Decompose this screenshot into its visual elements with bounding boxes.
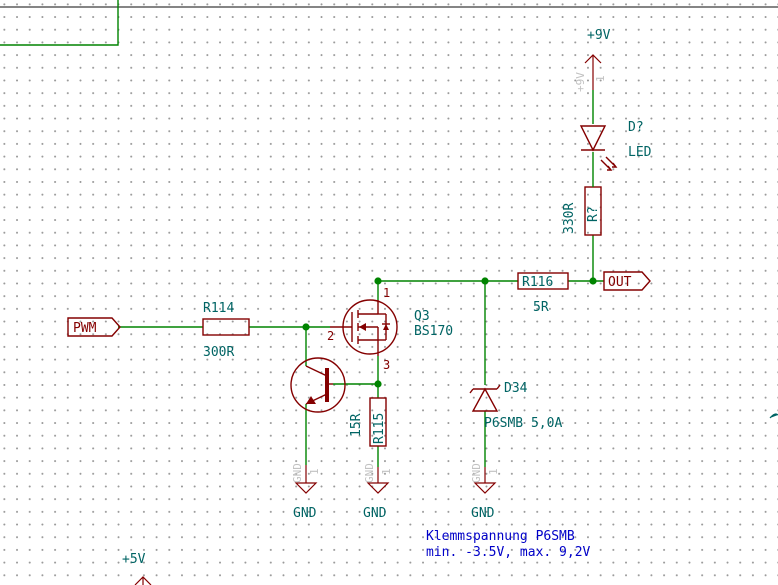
- gnd-label-3: GND: [471, 506, 495, 521]
- r-led-value: 330R: [562, 203, 577, 234]
- power-9v-hidden: +9V: [574, 72, 587, 92]
- note-line-2: min. -3.5V, max. 9,2V: [426, 545, 591, 560]
- power-9v-pin: 1: [594, 75, 607, 82]
- gnd-label-1: GND: [293, 506, 317, 521]
- power-5v-label: +5V: [122, 552, 146, 567]
- r116-ref: R116: [522, 275, 553, 290]
- d34-value: P6SMB 5,0A: [484, 416, 562, 431]
- r115-body: [369, 397, 387, 447]
- bjt-transistor[interactable]: [290, 357, 346, 413]
- bjt-circle: [290, 357, 346, 413]
- d34-ref: D34: [504, 381, 528, 396]
- r114-value: 300R: [203, 345, 234, 360]
- q3-ref: Q3: [414, 309, 430, 324]
- led-triangle: [579, 125, 607, 152]
- gnd-pin-2: 1: [380, 468, 393, 475]
- led-value: LED: [628, 145, 652, 160]
- r114-body: [202, 318, 250, 336]
- gnd-hidden-1: GND: [291, 463, 304, 483]
- offscreen-symbol-fragment: [769, 413, 778, 419]
- r115[interactable]: R115 15R: [349, 397, 387, 447]
- out-label[interactable]: OUT: [603, 271, 651, 291]
- junctions: [302, 277, 597, 388]
- pwm-label-text: PWM: [73, 321, 97, 336]
- junction-dot: [374, 277, 382, 285]
- junction-dot: [481, 277, 489, 285]
- gnd-hidden-3: GND: [470, 463, 483, 483]
- q3-pin-gate: 2: [327, 329, 334, 343]
- q3-pin-source: 3: [383, 358, 390, 372]
- out-label-text: OUT: [608, 275, 632, 290]
- power-9v-label: +9V: [587, 28, 611, 43]
- pwm-label[interactable]: PWM: [67, 317, 121, 337]
- gnd-symbol-2[interactable]: GND GND 1: [363, 463, 393, 521]
- gnd-symbol-3[interactable]: GND GND 1: [470, 463, 500, 521]
- note-line-1: Klemmspannung P6SMB: [426, 529, 575, 544]
- d34-diode[interactable]: D34 P6SMB 5,0A: [469, 381, 562, 431]
- r115-ref: R115: [372, 413, 387, 444]
- r-led[interactable]: R? 330R: [562, 186, 602, 236]
- r114-ref: R114: [203, 301, 234, 316]
- gnd-symbol-1[interactable]: GND GND 1: [291, 463, 321, 521]
- junction-dot: [374, 380, 382, 388]
- r114[interactable]: R114 300R: [202, 301, 250, 360]
- gnd-pin-3: 1: [487, 468, 500, 475]
- gnd-pin-1: 1: [308, 468, 321, 475]
- q3-mosfet[interactable]: Q3 BS170 1 2 3: [327, 286, 453, 372]
- r116[interactable]: R116 5R: [517, 272, 569, 315]
- r116-value: 5R: [533, 300, 549, 315]
- junction-dot: [589, 277, 597, 285]
- r116-body: [517, 272, 569, 290]
- led-ref: D?: [628, 120, 644, 135]
- note: Klemmspannung P6SMB min. -3.5V, max. 9,2…: [426, 529, 591, 560]
- junction-dot: [302, 323, 310, 331]
- q3-value: BS170: [414, 324, 453, 339]
- frame-line: [0, 0, 119, 46]
- gnd-hidden-2: GND: [363, 463, 376, 483]
- r115-value: 15R: [349, 413, 364, 437]
- power-9v[interactable]: +9V +9V 1: [574, 28, 611, 92]
- power-5v[interactable]: +5V: [122, 552, 152, 585]
- d34-triangle: [471, 387, 499, 412]
- wires: [118, 235, 604, 467]
- q3-pin-drain: 1: [383, 286, 390, 300]
- r-led-ref: R?: [586, 206, 601, 222]
- led-diode[interactable]: D? LED: [579, 90, 652, 187]
- gnd-label-2: GND: [363, 506, 387, 521]
